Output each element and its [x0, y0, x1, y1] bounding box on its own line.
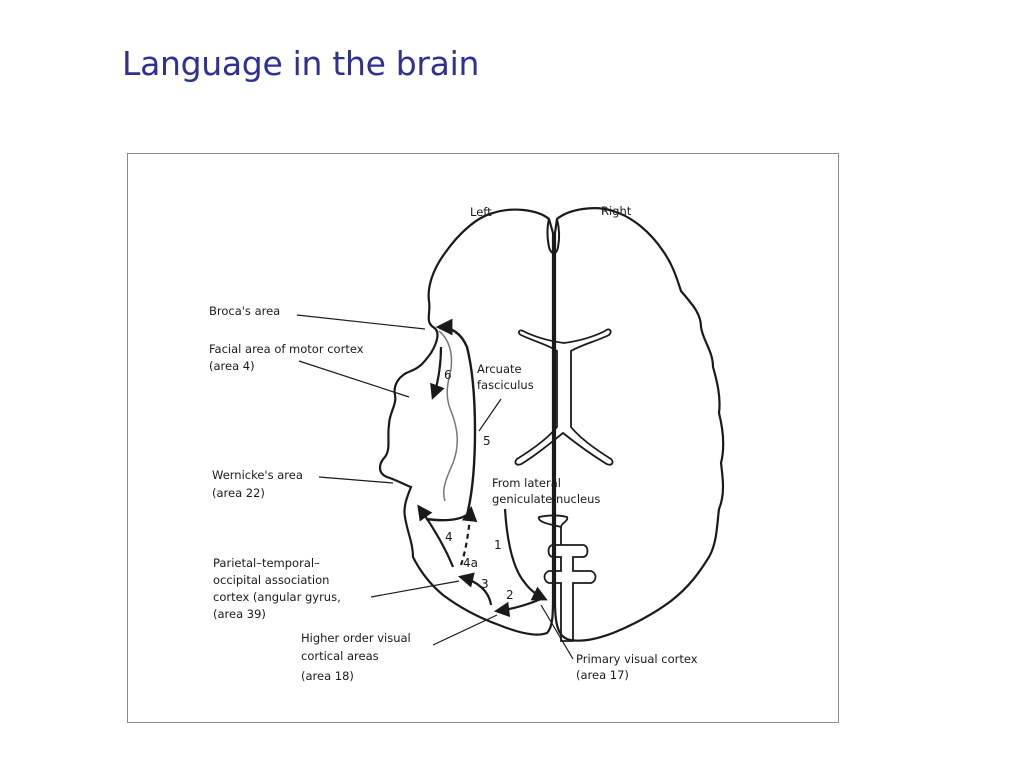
leader-broca [296, 314, 426, 330]
sylvian-contour [438, 330, 458, 502]
label-arcuate-1: Arcuate [477, 362, 522, 376]
right-hemisphere-outline [553, 207, 725, 642]
pathway-number-5: 5 [483, 434, 491, 448]
label-left: Left [470, 205, 492, 219]
label-parietal-1: Parietal–temporal– [213, 556, 320, 570]
brain-diagram: Left Right Broca's area Facial area of m… [209, 204, 725, 683]
pathway-number-2: 2 [506, 588, 514, 602]
label-right: Right [601, 204, 632, 218]
label-wernicke-2: (area 22) [212, 486, 265, 500]
pathway-number-1: 1 [494, 538, 502, 552]
leader-facial [298, 360, 410, 398]
leader-higher [432, 614, 498, 646]
label-parietal-3: cortex (angular gyrus, [213, 590, 341, 604]
label-broca: Broca's area [209, 304, 280, 318]
slide-title: Language in the brain [122, 44, 480, 83]
pathway-number-6: 6 [444, 368, 452, 382]
label-primary-1: Primary visual cortex [576, 652, 698, 666]
label-wernicke-1: Wernicke's area [212, 468, 303, 482]
lateral-ventricles [514, 328, 614, 466]
arrow-4 [417, 504, 455, 568]
label-primary-2: (area 17) [576, 668, 629, 682]
figure-frame: Left Right Broca's area Facial area of m… [127, 153, 839, 723]
label-parietal-2: occipital association [213, 573, 329, 587]
pathway-number-4: 4 [445, 530, 453, 544]
leader-parietal [370, 580, 460, 598]
pathway-number-4a: 4a [463, 556, 478, 570]
label-higher-3: (area 18) [301, 669, 354, 683]
posterior-midline-structure [538, 514, 597, 642]
arrow-6 [430, 346, 445, 400]
arrow-1 [503, 508, 548, 601]
label-facial-1: Facial area of motor cortex [209, 342, 364, 356]
label-higher-1: Higher order visual [301, 631, 411, 645]
label-higher-2: cortical areas [301, 649, 379, 663]
leader-arcuate [478, 398, 502, 432]
left-hemisphere-outline [378, 208, 555, 636]
arrow-4a [459, 505, 478, 566]
leader-wernicke [318, 476, 394, 484]
longitudinal-fissure [546, 218, 561, 254]
pathway-arcuate-loop [425, 318, 477, 522]
label-parietal-4: (area 39) [213, 607, 266, 621]
arrow-3 [458, 572, 493, 606]
label-arcuate-2: fasciculus [477, 378, 534, 392]
leader-primary [540, 604, 574, 660]
label-lgn-1: From lateral [492, 476, 561, 490]
label-facial-2: (area 4) [209, 359, 255, 373]
arrow-2 [493, 597, 542, 618]
label-lgn-2: geniculate nucleus [492, 492, 600, 506]
pathway-number-3: 3 [481, 577, 489, 591]
